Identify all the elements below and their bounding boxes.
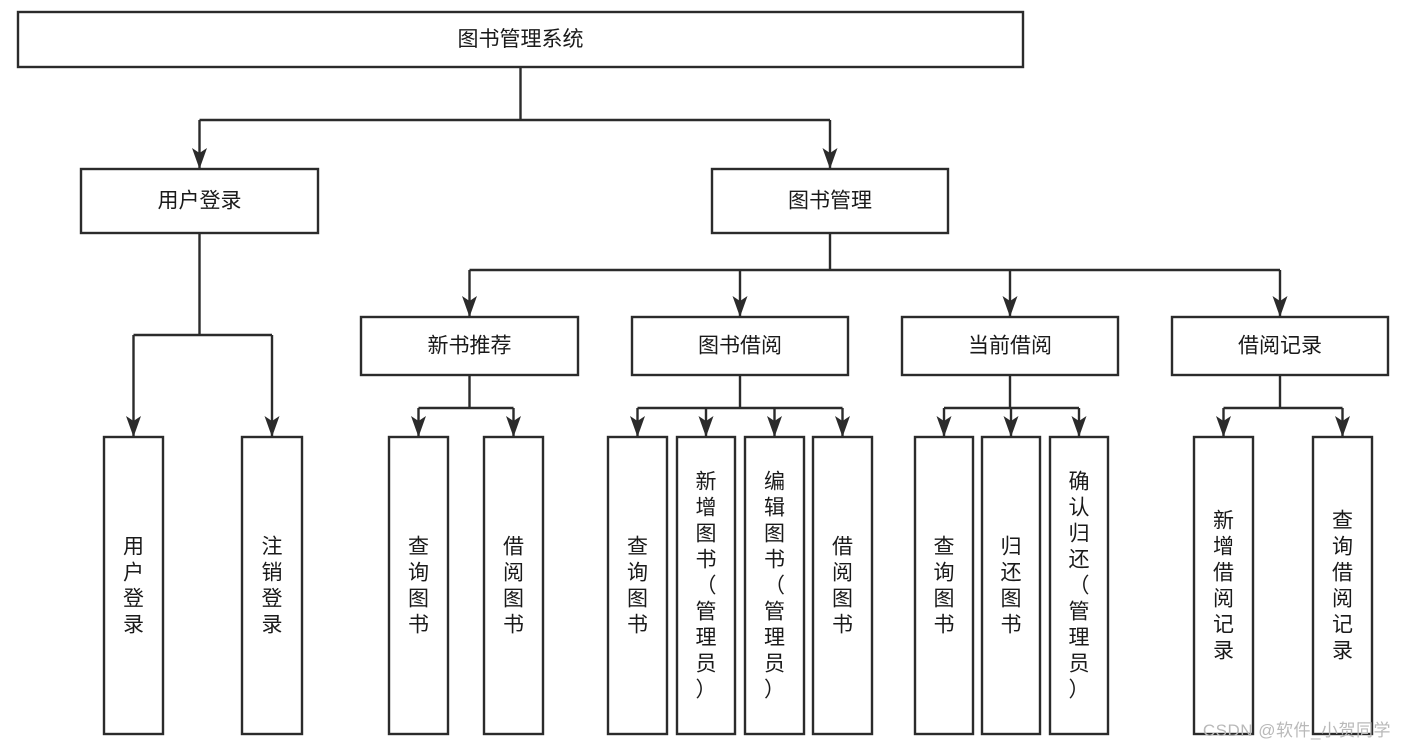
node-l1-book[interactable]: 图书管理 (710, 167, 950, 235)
node-rect (1192, 435, 1255, 736)
node-label: 借阅图书 (832, 536, 853, 637)
node-l3-bb-add[interactable]: 新增图书（管理员） (675, 435, 737, 736)
node-l3-nb-query[interactable]: 查询图书 (387, 435, 450, 736)
node-l3-user-logout[interactable]: 注销登录 (240, 435, 304, 736)
node-rect (102, 435, 165, 736)
node-label: 新增借阅记录 (1213, 510, 1234, 663)
node-label: 图书借阅 (698, 335, 782, 358)
node-rect (675, 435, 737, 736)
node-l2-borrow[interactable]: 图书借阅 (630, 315, 850, 377)
node-rect (606, 435, 669, 736)
node-rect (811, 435, 874, 736)
watermark-text: CSDN @软件_小贺同学 (1202, 721, 1391, 740)
node-rect (387, 435, 450, 736)
node-rect (913, 435, 975, 736)
node-rect (16, 10, 1025, 69)
node-l3-nb-borrow[interactable]: 借阅图书 (482, 435, 545, 736)
node-rect (710, 167, 950, 235)
node-rect (980, 435, 1042, 736)
node-label: 借阅记录 (1238, 335, 1322, 358)
node-l3-cb-query[interactable]: 查询图书 (913, 435, 975, 736)
node-label: 用户登录 (123, 536, 144, 637)
node-l2-current[interactable]: 当前借阅 (900, 315, 1120, 377)
node-l3-cb-return[interactable]: 归还图书 (980, 435, 1042, 736)
node-rect (1048, 435, 1110, 736)
node-rect (240, 435, 304, 736)
node-rect (482, 435, 545, 736)
node-l3-cb-confirm[interactable]: 确认归还（管理员） (1048, 435, 1110, 736)
node-label: 查询图书 (934, 536, 955, 637)
node-l3-rec-add[interactable]: 新增借阅记录 (1192, 435, 1255, 736)
node-rect (1170, 315, 1390, 377)
node-layer: 图书管理系统用户登录图书管理新书推荐图书借阅当前借阅借阅记录用户登录注销登录查询… (16, 10, 1390, 736)
node-l2-record[interactable]: 借阅记录 (1170, 315, 1390, 377)
node-l2-newbook[interactable]: 新书推荐 (359, 315, 580, 377)
node-label: 归还图书 (1001, 536, 1022, 637)
node-l3-rec-query[interactable]: 查询借阅记录 (1311, 435, 1374, 736)
node-label: 查询借阅记录 (1332, 510, 1353, 663)
node-l1-user[interactable]: 用户登录 (79, 167, 320, 235)
node-label: 借阅图书 (503, 536, 524, 637)
node-label: 编辑图书（管理员） (764, 471, 785, 702)
node-l3-bb-query[interactable]: 查询图书 (606, 435, 669, 736)
node-label: 注销登录 (262, 536, 283, 637)
node-label: 用户登录 (158, 190, 242, 213)
node-l3-user-login[interactable]: 用户登录 (102, 435, 165, 736)
node-l3-bb-borrow[interactable]: 借阅图书 (811, 435, 874, 736)
node-l3-bb-edit[interactable]: 编辑图书（管理员） (743, 435, 806, 736)
connector-layer (126, 67, 1350, 437)
node-label: 查询图书 (627, 536, 648, 637)
node-label: 当前借阅 (968, 335, 1052, 358)
node-rect (1311, 435, 1374, 736)
node-root[interactable]: 图书管理系统 (16, 10, 1025, 69)
node-label: 图书管理 (788, 190, 872, 213)
node-label: 新书推荐 (428, 335, 512, 358)
node-rect (79, 167, 320, 235)
node-label: 新增图书（管理员） (696, 471, 717, 702)
node-rect (743, 435, 806, 736)
node-rect (359, 315, 580, 377)
node-label: 确认归还（管理员） (1069, 471, 1090, 702)
node-label: 图书管理系统 (458, 28, 584, 51)
node-rect (900, 315, 1120, 377)
node-rect (630, 315, 850, 377)
node-label: 查询图书 (408, 536, 429, 637)
